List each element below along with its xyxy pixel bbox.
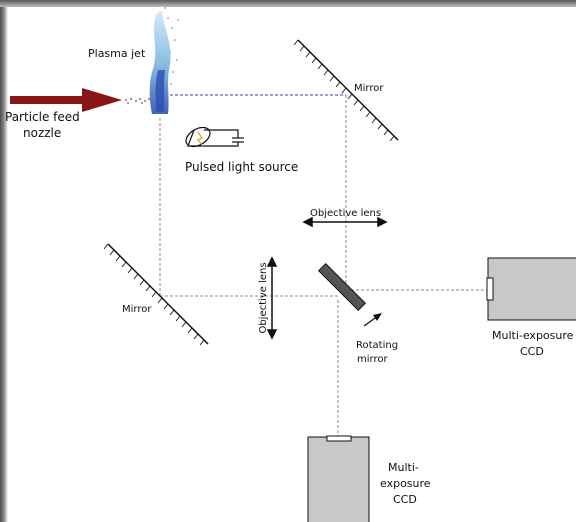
objective-lens-vertical bbox=[266, 256, 278, 340]
label-rotating-mirror-line1: Rotating bbox=[356, 340, 398, 351]
particle-feed-arrow bbox=[10, 88, 151, 112]
rotating-mirror bbox=[317, 262, 382, 327]
label-objective-lens-vertical: Objective lens bbox=[258, 262, 269, 333]
label-ccd-right-line1: Multi-exposure bbox=[492, 329, 574, 342]
label-ccd-bottom-line3: CCD bbox=[393, 493, 417, 506]
beam-paths bbox=[159, 94, 488, 437]
plasma-jet bbox=[149, 7, 179, 114]
label-objective-lens-horizontal: Objective lens bbox=[310, 208, 381, 219]
label-particle-feed-line1: Particle feed bbox=[5, 110, 80, 124]
pulsed-light-source-icon bbox=[185, 126, 244, 148]
label-ccd-bottom-line1: Multi- bbox=[388, 461, 419, 474]
label-ccd-right-line2: CCD bbox=[520, 345, 544, 358]
label-pulsed-light-source: Pulsed light source bbox=[185, 160, 298, 174]
label-rotating-mirror-line2: mirror bbox=[357, 354, 388, 365]
window-top-edge bbox=[0, 0, 576, 7]
label-mirror-top: Mirror bbox=[354, 83, 384, 94]
mirror-top bbox=[293, 39, 399, 142]
objective-lens-horizontal bbox=[302, 216, 388, 228]
label-plasma-jet: Plasma jet bbox=[88, 47, 146, 60]
label-ccd-bottom-line2: exposure bbox=[380, 477, 431, 490]
mirror-left bbox=[103, 243, 209, 346]
ccd-right bbox=[486, 257, 576, 321]
label-mirror-left: Mirror bbox=[122, 304, 152, 315]
ccd-bottom bbox=[307, 435, 370, 522]
label-particle-feed-line2: nozzle bbox=[23, 126, 61, 140]
